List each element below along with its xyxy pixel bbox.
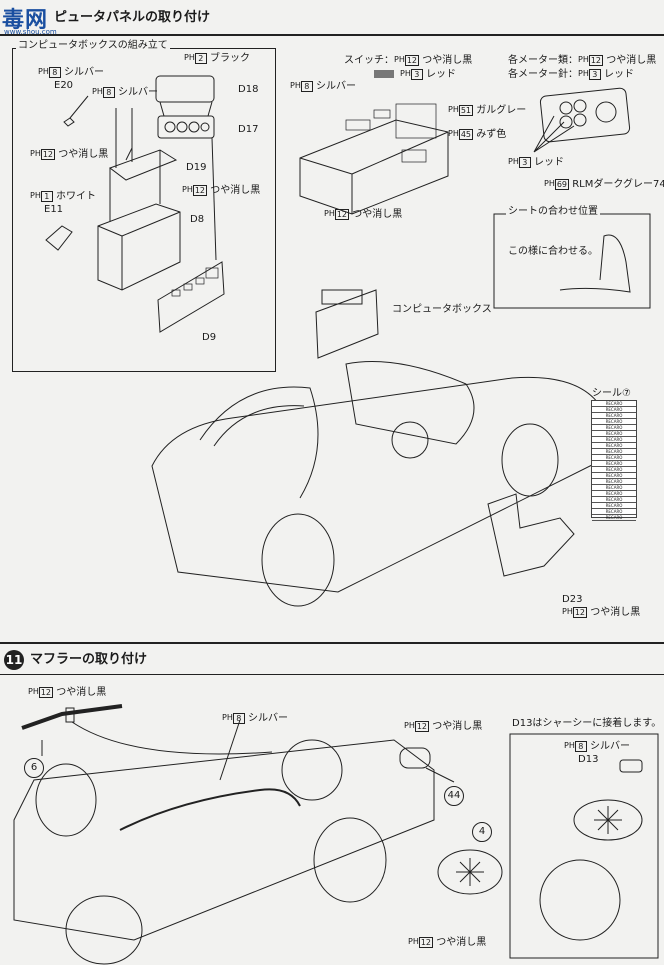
panel-box-shape [299, 119, 449, 215]
d8-box-shape [97, 203, 181, 291]
seal-label: シール⑦ [592, 388, 631, 399]
d9-panel-shape [157, 261, 225, 333]
ref-part-4: 4 [472, 822, 492, 842]
seal-row: RECARO [592, 473, 636, 479]
steering-wheel-shape [391, 421, 429, 459]
label-d8: D8 [190, 214, 205, 225]
inset-hub-shape [573, 799, 643, 841]
computer-box-label: コンピュータボックス [392, 304, 492, 315]
seal-row: RECARO [592, 503, 636, 509]
seal-sheet: RECARO RECARO RECARO RECARO RECARO RECAR… [591, 400, 637, 521]
seal-row: RECARO [592, 485, 636, 491]
section11-title: マフラーの取り付け [30, 652, 148, 667]
section10-divider [0, 34, 664, 36]
chassis-rear-left-wheel [35, 763, 97, 837]
d18-hood-shape [155, 75, 215, 103]
section11-divider [0, 642, 664, 644]
meter-cluster-shape [539, 87, 631, 143]
seat-d23-shape [487, 493, 575, 577]
ref-part-6: 6 [24, 758, 44, 778]
seat-part-label: D23 [562, 594, 583, 605]
step-11-badge: 11 [4, 650, 24, 670]
assembly-subtitle: コンピュータボックスの組み立て [16, 40, 170, 52]
seal-row: RECARO [592, 431, 636, 437]
label-d18: D18 [238, 84, 259, 95]
watermark-sub: www.shou.com [4, 28, 57, 36]
seal-row: RECARO [592, 401, 636, 407]
watermark-main: 毒网 [2, 8, 49, 33]
label-d9: D9 [202, 332, 217, 343]
rear-wheel-shape [261, 513, 335, 607]
seal-row: RECARO [592, 419, 636, 425]
section10-title: ピュータパネルの取り付け [54, 10, 211, 25]
seal-row: RECARO [592, 425, 636, 431]
seal-row: RECARO [592, 437, 636, 443]
seal-row: RECARO [592, 455, 636, 461]
computer-box-shape [315, 289, 379, 359]
muffler-chassis-shape [13, 739, 435, 941]
chassis-rear-right-wheel [65, 895, 143, 965]
d13-part-shape [619, 759, 643, 773]
inset-box-shape [509, 733, 659, 959]
seal-row: RECARO [592, 509, 636, 515]
inset-wheel-shape [539, 859, 621, 941]
gray-swatch-icon [374, 70, 394, 78]
inset-part-d13: D13 [578, 754, 599, 765]
part-4-shape [437, 849, 503, 895]
seat-position-box-shape [493, 213, 651, 309]
label-e11: E11 [44, 204, 64, 215]
seal-row: RECARO [592, 491, 636, 497]
seal-row: RECARO [592, 515, 636, 521]
label-d17: D17 [238, 124, 259, 135]
muffler-part-shape [21, 704, 123, 730]
seat-box-title: シートの合わせ位置 [506, 206, 600, 218]
seal-row: RECARO [592, 497, 636, 503]
seal-row: RECARO [592, 443, 636, 449]
seal-row: RECARO [592, 407, 636, 413]
chassis-body-shape [151, 376, 609, 593]
label-e20: E20 [54, 80, 74, 91]
seat-box-note: この様に合わせる。 [508, 246, 598, 257]
chassis-front-left-wheel [281, 739, 343, 801]
inset-note-d13: D13はシャーシーに接着します。 [512, 718, 662, 729]
label-d19: D19 [186, 162, 207, 173]
d19-plate-shape [108, 149, 178, 181]
seal-row: RECARO [592, 479, 636, 485]
seal-row: RECARO [592, 449, 636, 455]
part-44-shape [399, 747, 431, 769]
watermark-logo: 毒网 www.shou.com [0, 0, 72, 40]
e11-part-shape [45, 225, 73, 251]
seal-row: RECARO [592, 413, 636, 419]
ref-part-44: 44 [444, 786, 464, 806]
chassis-front-right-wheel [313, 817, 387, 903]
d17-panel-shape [157, 115, 215, 139]
front-wheel-shape [501, 423, 559, 497]
section11-underline [0, 674, 664, 675]
seal-row: RECARO [592, 461, 636, 467]
seal-row: RECARO [592, 467, 636, 473]
